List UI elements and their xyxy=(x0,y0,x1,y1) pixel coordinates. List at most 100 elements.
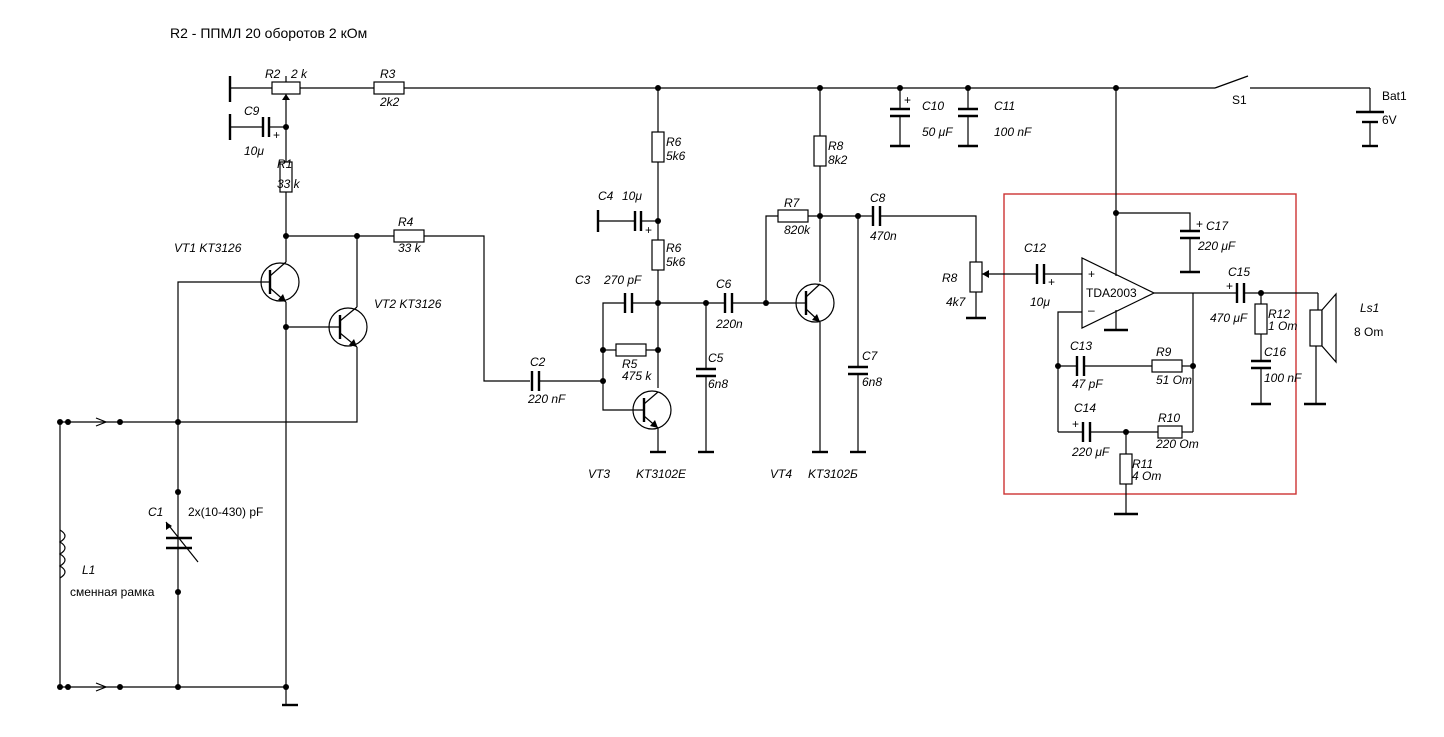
r10-value: 220 Om xyxy=(1155,437,1199,451)
r3-label: R3 xyxy=(380,67,396,81)
ic-label: TDA2003 xyxy=(1086,286,1137,300)
r1-label: R1 xyxy=(277,157,292,171)
r8a-label: R8 xyxy=(828,139,844,153)
resistor-r9: R9 51 Om xyxy=(1151,345,1193,387)
c10-value: 50 μF xyxy=(922,125,953,139)
capacitor-c1: C1 2x(10-430) pF xyxy=(148,505,263,563)
resistor-r7: R7 820k xyxy=(765,196,858,303)
resistor-r10: R10 220 Om xyxy=(1155,411,1199,451)
c1-value: 2x(10-430) pF xyxy=(188,505,263,519)
c5-value: 6n8 xyxy=(708,377,728,391)
capacitor-c4: + C4 10μ xyxy=(596,189,658,237)
inductor-l1: L1 сменная рамка xyxy=(58,529,155,599)
c4-value: 10μ xyxy=(622,189,642,203)
r3-value: 2k2 xyxy=(379,95,400,109)
c14-label: C14 xyxy=(1074,401,1096,415)
r5-label: R5 xyxy=(622,357,638,371)
capacitor-c5: C5 6n8 xyxy=(696,303,728,454)
c5-label: C5 xyxy=(708,351,724,365)
c10-label: C10 xyxy=(922,99,944,113)
capacitor-c3: C3 270 pF xyxy=(575,273,658,381)
capacitor-c13: C13 47 pF xyxy=(1058,339,1152,391)
power-rail xyxy=(228,76,1371,112)
transistor-vt4: VT4 KT3102Б xyxy=(770,283,858,481)
c2-value: 220 nF xyxy=(527,392,566,406)
r2-label: R2 xyxy=(265,67,281,81)
c1-label: C1 xyxy=(148,505,163,519)
c4-plus: + xyxy=(645,223,652,237)
l1-note: сменная рамка xyxy=(70,585,155,599)
c16-value: 100 nF xyxy=(1264,371,1302,385)
r12-label: R12 xyxy=(1268,307,1290,321)
capacitor-c16: C16 100 nF xyxy=(1251,345,1302,406)
c6-value: 220n xyxy=(715,317,743,331)
c9-plus: + xyxy=(273,128,280,142)
ic-plus: + xyxy=(1088,267,1095,281)
r11-value: 4 Om xyxy=(1132,469,1161,483)
transistor-vt3: VT3 KT3102E xyxy=(588,381,687,481)
speaker-ls1: Ls1 8 Om xyxy=(1304,292,1383,406)
c14-plus: + xyxy=(1072,417,1079,431)
c13-label: C13 xyxy=(1070,339,1092,353)
r1-value: 33 k xyxy=(277,177,301,191)
r5-value: 475 k xyxy=(622,369,652,383)
schematic-title: R2 - ППМЛ 20 оборотов 2 кОм xyxy=(170,25,367,41)
c12-plus: + xyxy=(1048,275,1055,289)
r6a-value: 5k6 xyxy=(666,149,686,163)
resistor-r12: R12 1 Om xyxy=(1254,293,1297,360)
l1-label: L1 xyxy=(82,563,95,577)
c4-label: C4 xyxy=(598,189,614,203)
resistor-r5: R5 475 k xyxy=(603,343,658,383)
capacitor-c9: + C9 10μ xyxy=(228,104,286,158)
r8a-value: 8k2 xyxy=(828,153,848,167)
c3-value: 270 pF xyxy=(603,273,642,287)
ls1-value: 8 Om xyxy=(1354,325,1383,339)
c12-value: 10μ xyxy=(1030,295,1050,309)
vt3-type: KT3102E xyxy=(636,467,687,481)
r12-value: 1 Om xyxy=(1268,319,1297,333)
ic-tda2003: + – TDA2003 xyxy=(1057,88,1156,432)
c8-value: 470n xyxy=(870,229,897,243)
resistor-r6b: R6 5k6 xyxy=(651,239,686,271)
junction-dots xyxy=(57,85,1264,690)
c11-label: C11 xyxy=(994,99,1015,113)
vt4-type: KT3102Б xyxy=(808,467,858,481)
r9-value: 51 Om xyxy=(1156,373,1192,387)
capacitor-c2: C2 220 nF xyxy=(527,355,603,406)
resistor-r8a: R8 8k2 xyxy=(813,135,848,167)
c10-plus: + xyxy=(904,93,911,107)
r8b-value: 4k7 xyxy=(946,295,967,309)
resistor-r1: R1 33 k xyxy=(277,157,301,193)
r2-value: 2 k xyxy=(290,67,308,81)
c17-plus: + xyxy=(1196,217,1203,231)
amplifier-frame xyxy=(1003,193,1297,495)
r7-label: R7 xyxy=(784,196,801,210)
capacitor-c8: C8 470n xyxy=(858,191,977,262)
r11-label: R11 xyxy=(1132,457,1153,471)
bat1-label: Bat1 xyxy=(1382,89,1407,103)
resistor-r3: R3 2k2 xyxy=(373,67,405,109)
c16-label: C16 xyxy=(1264,345,1286,359)
r4-value: 33 k xyxy=(398,241,422,255)
r6a-label: R6 xyxy=(666,135,682,149)
s1-label: S1 xyxy=(1232,93,1247,107)
capacitor-c6: C6 220n xyxy=(658,277,796,331)
capacitor-c15: + C15 470 μF xyxy=(1154,265,1318,325)
r6b-label: R6 xyxy=(666,241,682,255)
c11-value: 100 nF xyxy=(994,125,1032,139)
c9-label: C9 xyxy=(244,104,260,118)
battery-bat1: Bat1 6V xyxy=(1356,89,1407,148)
capacitor-c12: + C12 10μ xyxy=(1024,241,1082,309)
vt4-label: VT4 xyxy=(770,467,792,481)
antenna-input xyxy=(59,417,298,707)
r7-value: 820k xyxy=(784,223,811,237)
r4-label: R4 xyxy=(398,215,414,229)
vt3-label: VT3 xyxy=(588,467,610,481)
c7-value: 6n8 xyxy=(862,375,882,389)
capacitor-c7: C7 6n8 xyxy=(848,216,882,454)
r10-label: R10 xyxy=(1158,411,1180,425)
c15-label: C15 xyxy=(1228,265,1250,279)
vt1-label: VT1 KT3126 xyxy=(174,241,242,255)
switch-s1: S1 xyxy=(1214,75,1249,107)
vt2-label: VT2 KT3126 xyxy=(374,297,442,311)
